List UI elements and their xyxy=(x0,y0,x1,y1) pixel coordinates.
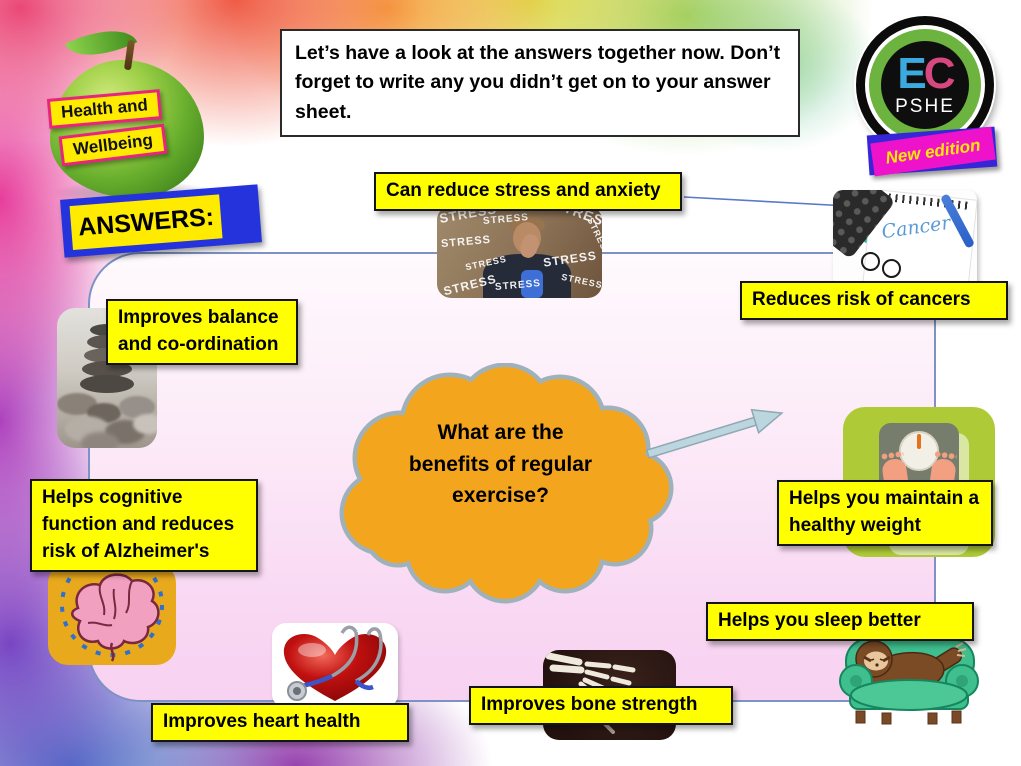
logo-letter-c: C xyxy=(923,49,956,98)
logo-core: EC PSHE xyxy=(881,41,969,129)
health-wellbeing-apple: Health and Wellbeing xyxy=(22,15,222,210)
heart-stethoscope-image xyxy=(272,623,398,708)
stress-word: STRESS xyxy=(542,248,598,270)
glasses xyxy=(882,259,901,278)
pebble xyxy=(81,432,119,448)
answer-label-cognitive: Helps cognitive function and reduces ris… xyxy=(30,479,258,572)
cloud-question-line: exercise? xyxy=(452,484,549,507)
sloth-drawing xyxy=(839,638,979,725)
stacked-stones-image xyxy=(57,308,157,448)
sloth-sofa-image xyxy=(826,633,992,725)
logo-letter-e: E xyxy=(897,49,926,98)
stressed-man-image: STRESS STRESS STRESS STRESS STRESS STRES… xyxy=(437,206,602,298)
glasses xyxy=(861,252,880,271)
apple-badge-text: Health and xyxy=(50,92,159,126)
answer-label-balance: Improves balance and co-ordination xyxy=(106,299,298,365)
man-shirt xyxy=(521,270,543,298)
answer-label-heart: Improves heart health xyxy=(151,703,409,742)
answer-label-stress: Can reduce stress and anxiety xyxy=(374,172,682,211)
arrow-right xyxy=(645,408,784,459)
intro-textbox: Let’s have a look at the answers togethe… xyxy=(280,29,800,137)
answers-heading: ANSWERS: xyxy=(69,194,223,250)
answer-label-cancer: Reduces risk of cancers xyxy=(740,281,1008,320)
pebble xyxy=(133,414,157,434)
cancer-checklist-image: Cancer xyxy=(833,190,977,290)
cloud-question-line: benefits of regular xyxy=(408,452,593,476)
ec-pshe-logo: EC PSHE xyxy=(856,16,994,154)
answer-label-bone: Improves bone strength xyxy=(469,686,733,725)
cloud-shape xyxy=(339,363,674,604)
brain-drawing xyxy=(60,563,164,662)
cancer-word: Cancer xyxy=(880,211,952,244)
pebble xyxy=(119,396,155,418)
answer-label-weight: Helps you maintain a healthy weight xyxy=(777,480,993,546)
stress-word: STRESS xyxy=(440,233,492,251)
cloud-question: What are the benefits of regular exercis… xyxy=(398,417,603,512)
stone xyxy=(82,361,132,377)
brain-cartoon-image xyxy=(48,563,176,665)
logo-ec: EC xyxy=(897,49,956,98)
cloud-question-line: What are the xyxy=(437,421,564,444)
stone xyxy=(80,375,134,393)
logo-pshe: PSHE xyxy=(895,96,955,117)
heart-drawing xyxy=(283,625,387,701)
scale-needle xyxy=(917,434,921,449)
answer-label-sleep: Helps you sleep better xyxy=(706,602,974,641)
